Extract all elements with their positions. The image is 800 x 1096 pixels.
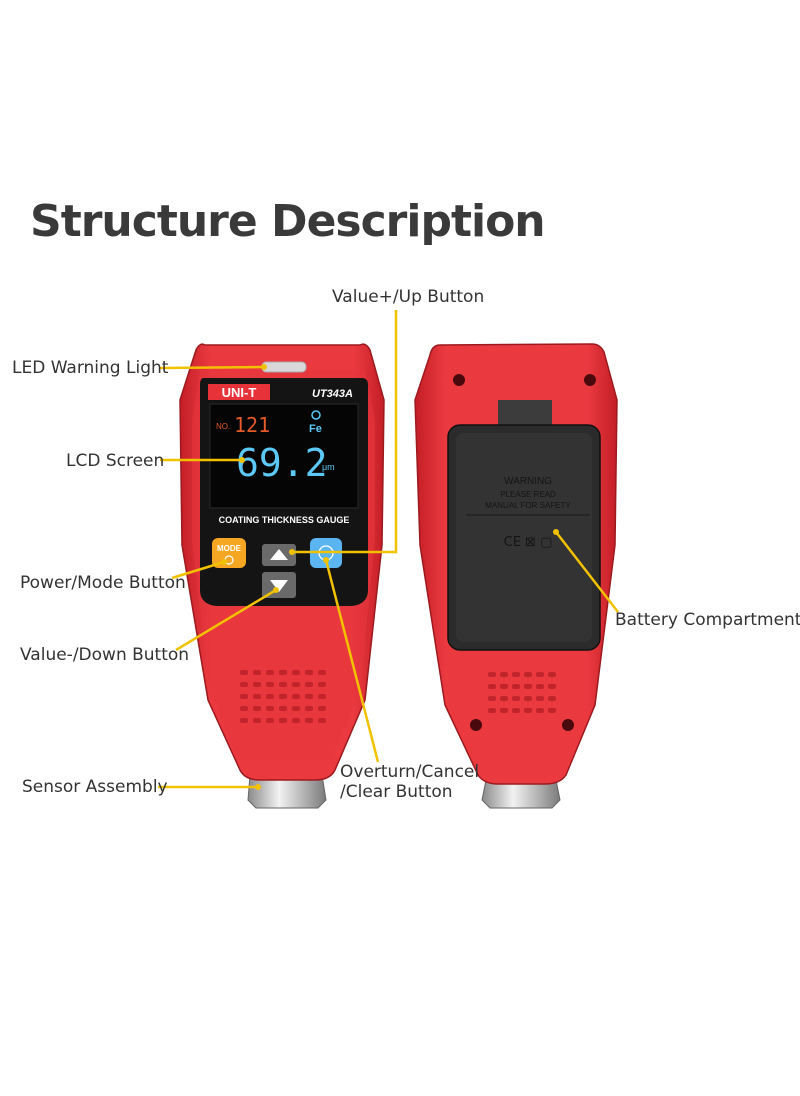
front-device: UNI-T UT343A NO. 121 Fe 69.2 μm COATING … — [179, 343, 385, 809]
device-text: MODE — [217, 544, 242, 553]
model-label: UT343A — [312, 388, 353, 400]
front-grip-pattern — [240, 670, 326, 723]
leader-battery — [555, 531, 619, 613]
leader-overturn — [324, 559, 380, 763]
label-power-mode: Power/Mode Button — [20, 573, 186, 593]
device-name-label: COATING THICKNESS GAUGE — [219, 515, 350, 525]
back-device: WARNING PLEASE READ MANUAL FOR SAFETY CE… — [414, 343, 618, 809]
led-warning-light — [261, 361, 307, 373]
device-text: PLEASE READ — [500, 490, 556, 499]
lcd-screen — [209, 403, 359, 509]
label-value-up: Value+/Up Button — [332, 287, 485, 307]
device-text: Fe — [309, 423, 322, 435]
label-led-warning-light: LED Warning Light — [12, 358, 169, 378]
brand-logo: UNI-T — [222, 385, 257, 400]
mode-button — [212, 538, 246, 568]
leader-led — [159, 365, 265, 370]
device-text: 121 — [234, 413, 270, 437]
back-grip-pattern — [488, 672, 556, 713]
label-sensor-assembly: Sensor Assembly — [22, 777, 168, 797]
label-value-down: Value-/Down Button — [20, 645, 190, 665]
screw-hole — [470, 719, 482, 731]
screw-hole — [584, 374, 596, 386]
device-text: μm — [322, 462, 335, 472]
leader-lines — [158, 310, 619, 789]
device-text: WARNING — [504, 476, 552, 487]
device-text: MANUAL FOR SAFETY — [485, 501, 571, 510]
label-lcd-screen: LCD Screen — [66, 451, 165, 471]
label-overturn-line1: Overturn/Cancel — [340, 762, 480, 782]
device-text: CE ⊠ ▢ — [504, 535, 553, 550]
screw-hole — [453, 374, 465, 386]
leader-value-down — [175, 588, 277, 652]
label-battery-compartment: Battery Compartment — [615, 610, 800, 630]
label-overturn-line2: /Clear Button — [340, 782, 453, 802]
page-title: Structure Description — [30, 196, 546, 247]
lcd-reading: 69.2 — [236, 441, 328, 485]
device-text: NO. — [216, 422, 230, 431]
screw-hole — [562, 719, 574, 731]
leader-value-up — [292, 310, 398, 554]
leader-power-mode — [171, 560, 225, 580]
